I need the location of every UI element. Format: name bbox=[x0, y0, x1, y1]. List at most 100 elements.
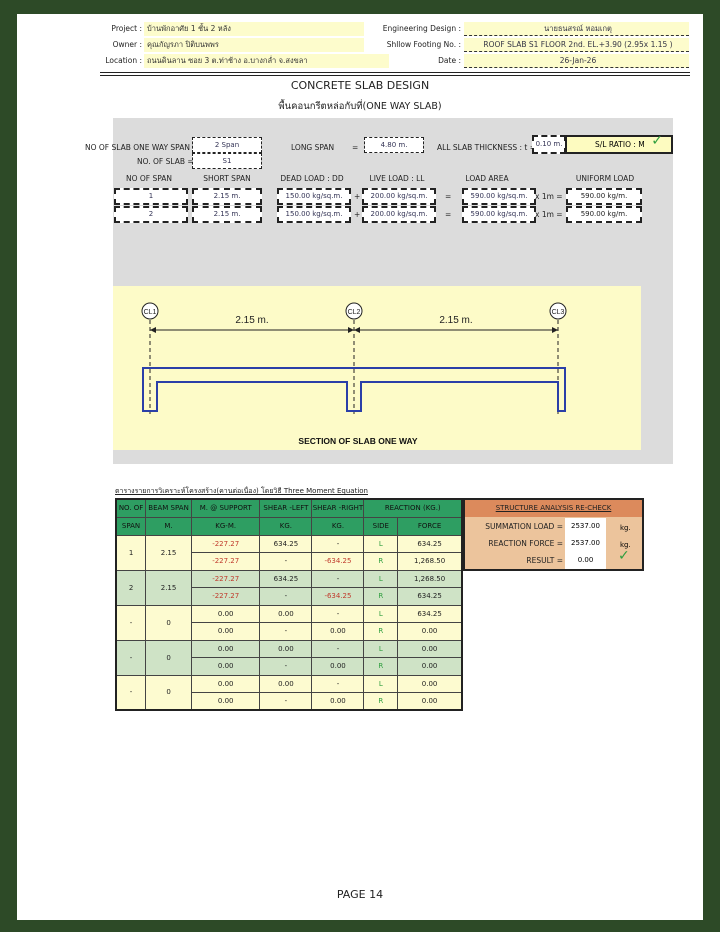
side-cell: L bbox=[363, 569, 399, 588]
shear-left-cell: 0.00 bbox=[259, 604, 313, 623]
table-header-row-1: NO. OF BEAM SPAN M. @ SUPPORT SHEAR -LEF… bbox=[115, 498, 463, 518]
long-span-field[interactable]: 4.80 m. bbox=[364, 137, 424, 153]
side-cell: R bbox=[363, 692, 399, 711]
th-kgm: KG-M. bbox=[191, 516, 261, 536]
shear-right-cell: 0.00 bbox=[311, 692, 365, 711]
diagram-caption: SECTION OF SLAB ONE WAY bbox=[298, 436, 418, 446]
analysis-table: NO. OF BEAM SPAN M. @ SUPPORT SHEAR -LEF… bbox=[115, 498, 463, 711]
sl-ratio-label: S/L RATIO : M bbox=[595, 140, 645, 149]
load-area[interactable]: 590.00 kg/sq.m. bbox=[462, 206, 536, 223]
page: Project : บ้านพักอาศัย 1 ชั้น 2 หลัง Own… bbox=[17, 14, 703, 920]
moment-cell: 0.00 bbox=[191, 639, 261, 658]
reaction-value: 2537.00 bbox=[565, 535, 606, 552]
shear-right-cell: - bbox=[311, 569, 365, 588]
project-value: บ้านพักอาศัย 1 ชั้น 2 หลัง bbox=[144, 22, 364, 36]
span-no[interactable]: 2 bbox=[114, 206, 188, 223]
moment-cell: -227.27 bbox=[191, 587, 261, 606]
shear-right-cell: - bbox=[311, 674, 365, 693]
header-divider bbox=[100, 72, 690, 76]
date-label: Date : bbox=[438, 56, 461, 65]
table-header-row-2: SPAN M. KG-M. KG. KG. SIDE FORCE bbox=[115, 516, 463, 536]
span-no[interactable]: 1 bbox=[114, 188, 188, 205]
side-cell: L bbox=[363, 604, 399, 623]
reaction-label: REACTION FORCE = bbox=[488, 539, 563, 548]
load-area[interactable]: 590.00 kg/sq.m. bbox=[462, 188, 536, 205]
summation-value: 2537.00 bbox=[565, 518, 606, 535]
span-number: - bbox=[115, 639, 147, 676]
live-load[interactable]: 200.00 kg/sq.m. bbox=[362, 206, 436, 223]
side-cell: L bbox=[363, 534, 399, 553]
force-cell: 0.00 bbox=[397, 674, 463, 693]
cl1-label: CL1 bbox=[144, 309, 157, 316]
owner-value: คุณกัญรภา ปิติบนพพร bbox=[144, 38, 364, 52]
force-cell: 0.00 bbox=[397, 639, 463, 658]
force-cell: 0.00 bbox=[397, 657, 463, 676]
shear-right-cell: -634.25 bbox=[311, 587, 365, 606]
no-slab-span-field[interactable]: 2 Span bbox=[192, 137, 262, 153]
result-label: RESULT = bbox=[526, 556, 563, 565]
live-load[interactable]: 200.00 kg/sq.m. bbox=[362, 188, 436, 205]
th-m: M. bbox=[145, 516, 193, 536]
plus-sign: + bbox=[354, 210, 361, 219]
side-cell: R bbox=[363, 622, 399, 641]
check-icon: ✓ bbox=[618, 548, 630, 564]
moment-cell: 0.00 bbox=[191, 692, 261, 711]
col-live-load: LIVE LOAD : LL bbox=[369, 174, 425, 183]
short-span[interactable]: 2.15 m. bbox=[192, 206, 262, 223]
no-slab-span-label: NO OF SLAB ONE WAY SPAN bbox=[85, 143, 190, 152]
beam-span: 0 bbox=[145, 674, 193, 711]
force-cell: 634.25 bbox=[397, 604, 463, 623]
no-slab-field[interactable]: S1 bbox=[192, 153, 262, 169]
sl-ratio-box: S/L RATIO : M ✓ bbox=[565, 133, 673, 154]
col-short-span: SHORT SPAN bbox=[203, 174, 251, 183]
date-value: 26-Jan-26 bbox=[464, 54, 689, 68]
dead-load[interactable]: 150.00 kg/sq.m. bbox=[277, 206, 351, 223]
x1m-label: x 1m = bbox=[535, 192, 563, 201]
short-span[interactable]: 2.15 m. bbox=[192, 188, 262, 205]
slab-section-svg: CL1 CL2 CL3 2.15 m. 2.15 m. SECTION OF S… bbox=[141, 302, 567, 446]
force-cell: 1,268.50 bbox=[397, 569, 463, 588]
side-cell: R bbox=[363, 552, 399, 571]
engineer-value: นายธนสรณ์ หอมเกตุ bbox=[464, 22, 689, 36]
span-1-dimension: 2.15 m. bbox=[235, 315, 268, 326]
span-number: - bbox=[115, 674, 147, 711]
th-force: FORCE bbox=[397, 516, 463, 536]
equals-sign: = bbox=[445, 192, 452, 201]
shear-left-cell: 634.25 bbox=[259, 569, 313, 588]
force-cell: 634.25 bbox=[397, 587, 463, 606]
shear-left-cell: - bbox=[259, 622, 313, 641]
x1m-label: x 1m = bbox=[535, 210, 563, 219]
slab-section-diagram: CL1 CL2 CL3 2.15 m. 2.15 m. SECTION OF S… bbox=[113, 286, 641, 450]
span-number: 1 bbox=[115, 534, 147, 571]
moment-cell: -227.27 bbox=[191, 552, 261, 571]
shear-left-cell: - bbox=[259, 587, 313, 606]
page-number: PAGE 14 bbox=[336, 888, 384, 901]
shear-right-cell: 0.00 bbox=[311, 622, 365, 641]
side-cell: R bbox=[363, 657, 399, 676]
beam-span: 0 bbox=[145, 604, 193, 641]
th-beam-span: BEAM SPAN bbox=[145, 498, 193, 518]
reaction-unit: kg. bbox=[620, 541, 631, 549]
cl2-label: CL2 bbox=[348, 309, 361, 316]
footing-value: ROOF SLAB S1 FLOOR 2nd. EL.+3.90 (2.95x … bbox=[464, 38, 689, 52]
thickness-field[interactable]: 0.10 m. bbox=[532, 135, 566, 154]
th-kg-left: KG. bbox=[259, 516, 313, 536]
summation-label: SUMMATION LOAD = bbox=[485, 522, 563, 531]
beam-span: 0 bbox=[145, 639, 193, 676]
uniform-load: 590.00 kg/m. bbox=[566, 188, 642, 205]
span-number: - bbox=[115, 604, 147, 641]
equals-sign: = bbox=[445, 210, 452, 219]
uniform-load: 590.00 kg/m. bbox=[566, 206, 642, 223]
dead-load[interactable]: 150.00 kg/sq.m. bbox=[277, 188, 351, 205]
shear-right-cell: - bbox=[311, 534, 365, 553]
long-span-eq: = bbox=[352, 143, 359, 152]
check-icon: ✓ bbox=[651, 133, 663, 149]
